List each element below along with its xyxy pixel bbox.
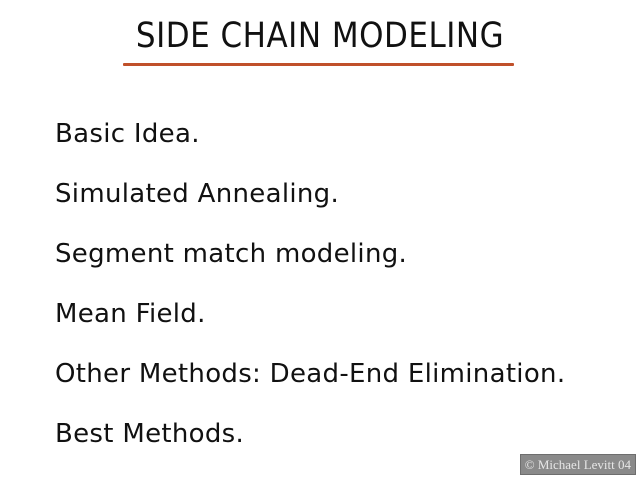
list-item-segment-match-modeling: Segment match modeling. bbox=[55, 239, 408, 269]
list-item-simulated-annealing: Simulated Annealing. bbox=[55, 179, 340, 209]
list-item-basic-idea: Basic Idea. bbox=[55, 119, 200, 149]
title-underline bbox=[123, 63, 514, 66]
copyright-label: © Michael Levitt 04 bbox=[519, 454, 636, 475]
slide-title: SIDE CHAIN MODELING bbox=[135, 15, 505, 57]
list-item-mean-field: Mean Field. bbox=[55, 299, 206, 329]
list-item-best-methods: Best Methods. bbox=[55, 419, 245, 449]
list-item-other-methods: Other Methods: Dead-End Elimination. bbox=[55, 359, 566, 389]
bullet-list: Basic Idea. Simulated Annealing. Segment… bbox=[55, 104, 565, 464]
